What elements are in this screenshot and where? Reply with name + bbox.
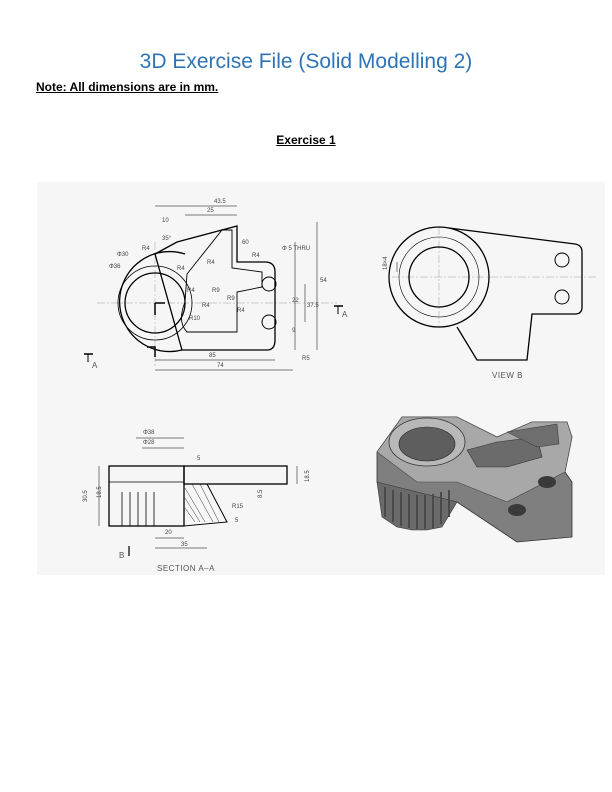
dim-35: 35° [162,236,172,242]
dim-r4-d: R4 [252,253,260,259]
dim-r10: R10 [189,316,201,322]
exercise-heading: Exercise 1 [276,133,336,147]
isometric-3d-model [376,416,573,543]
dim-5-b: 5 [235,518,239,524]
section-aa-label: SECTION A–A [157,564,215,573]
dim-5-a: 5 [197,456,201,462]
page-title: 3D Exercise File (Solid Modelling 2) [139,50,473,73]
dim-18-5-a: 18.5 [97,486,103,498]
dim-r4-g: R4 [237,308,245,314]
dim-phi30: Φ30 [117,252,129,258]
section-marker-a-left: A [92,361,98,370]
dim-r4-f: R4 [202,303,210,309]
dim-r4-a: R4 [142,246,150,252]
section-marker-a-right: A [342,310,348,319]
view-b-label: VIEW B [492,371,523,380]
dim-phi5-thru: Φ 5 THRU [282,246,310,252]
dim-18x4: 18×4 [383,256,389,270]
dim-30-5: 30.5 [83,490,89,502]
top-view [84,205,343,371]
dim-9: 9 [292,328,296,334]
dim-20: 20 [165,530,172,536]
dim-phi38: Φ38 [143,430,155,436]
dim-r4-c: R4 [207,260,215,266]
dim-r4-e: R4 [187,288,195,294]
top-view-dimension-labels: 43.5 25 10 35° R4 Φ30 Φ36 R4 R4 60 R4 Φ … [92,199,348,370]
dim-r9-a: R9 [212,288,220,294]
dim-54: 54 [320,278,327,284]
dim-35-b: 35 [181,542,188,548]
dim-r15: R15 [232,504,244,510]
dim-r5: R5 [302,356,310,362]
dim-43-5: 43.5 [214,199,226,205]
dim-phi36: Φ36 [109,264,121,270]
dim-r4-b: R4 [177,266,185,272]
dim-10: 10 [162,218,169,224]
dim-18-5-b: 18.5 [305,470,311,482]
dim-37-5: 37.5 [307,303,319,309]
section-marker-b: B [119,551,125,560]
dim-74: 74 [217,363,224,369]
dim-r9-b: R9 [227,296,235,302]
dim-85: 85 [209,353,216,359]
section-view [98,437,298,556]
dim-22: 22 [292,298,299,304]
dim-8-5: 8.5 [258,489,264,498]
dim-phi28: Φ28 [143,440,155,446]
dim-60: 60 [242,240,249,246]
view-b: 18×4 VIEW B [383,226,597,380]
drawing-canvas: 43.5 25 10 35° R4 Φ30 Φ36 R4 R4 60 R4 Φ … [83,199,597,573]
dim-25: 25 [207,208,214,214]
section-dimension-labels: Φ38 Φ28 5 30.5 18.5 20 35 R15 8.5 18.5 5… [83,430,311,573]
dimensions-note: Note: All dimensions are in mm. [36,80,219,94]
technical-drawing: 43.5 25 10 35° R4 Φ30 Φ36 R4 R4 60 R4 Φ … [37,182,605,575]
